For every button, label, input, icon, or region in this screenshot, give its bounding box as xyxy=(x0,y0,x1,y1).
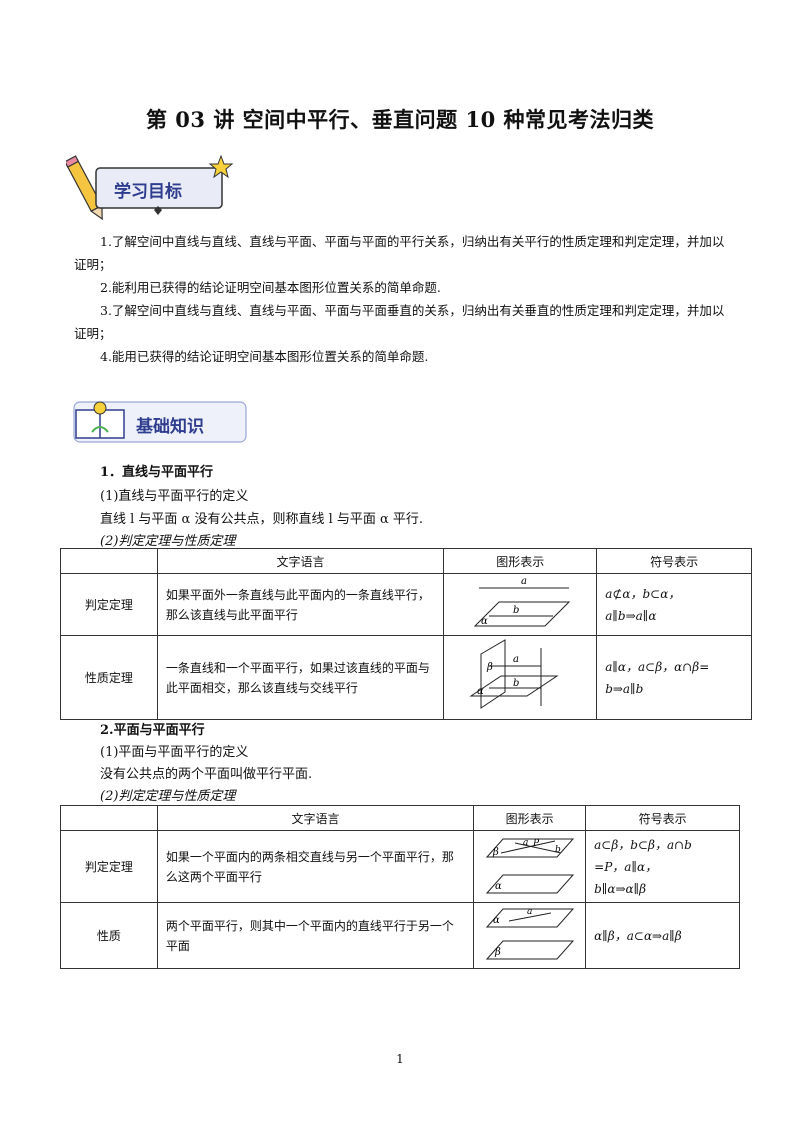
row-symbol: a⊄α，b⊂α， a∥b⇒a∥α xyxy=(596,573,752,636)
figure-cell: a b β α xyxy=(443,635,598,720)
line-plane-parallel-figure: a b α xyxy=(473,576,571,627)
row-name: 性质 xyxy=(60,902,158,969)
row-name: 判定定理 xyxy=(60,573,158,636)
page-title: 第 03 讲 空间中平行、垂直问题 10 种常见考法归类 xyxy=(145,107,654,132)
section1-heading: 1．直线与平面平行 xyxy=(100,465,214,480)
label-b: b xyxy=(513,678,519,689)
symbol-line: b⇒a∥b xyxy=(605,681,644,696)
objective-1: 1.了解空间中直线与直线、直线与平面、平面与平面的平行关系，归纳出有关平行的性质… xyxy=(74,234,725,272)
table-header-row: 文字语言 图形表示 符号表示 xyxy=(60,548,752,574)
row-symbol: α∥β，a⊂α⇒a∥β xyxy=(585,902,740,969)
header-cell xyxy=(60,805,158,831)
book-icon xyxy=(73,401,247,443)
label-a: a xyxy=(527,907,532,917)
symbol-line: =P，a∥α， xyxy=(594,859,658,874)
header-cell: 图形表示 xyxy=(473,805,587,831)
pencil-icon xyxy=(64,154,234,221)
basics-badge: 基础知识 xyxy=(70,398,250,448)
label-beta: β xyxy=(486,662,493,673)
section1-sub1: (1)直线与平面平行的定义 xyxy=(100,489,249,504)
header-cell xyxy=(60,548,158,574)
row-text: 如果平面外一条直线与此平面内的一条直线平行，那么该直线与此平面平行 xyxy=(156,573,445,636)
label-a: a xyxy=(523,838,528,848)
section2-heading: 2.平面与平面平行 xyxy=(100,723,205,738)
objective-4: 4.能用已获得的结论证明空间基本图形位置关系的简单命题. xyxy=(100,349,429,364)
objective-2: 2.能利用已获得的结论证明空间基本图形位置关系的简单命题. xyxy=(100,280,441,295)
section2-definition: 没有公共点的两个平面叫做平行平面. xyxy=(100,767,313,782)
figure-cell: α a β xyxy=(473,902,587,969)
label-alpha: α xyxy=(493,915,500,926)
row-name: 判定定理 xyxy=(60,830,158,903)
row-symbol: a⊂β，b⊂β，a∩b =P，a∥α， b∥α⇒α∥β xyxy=(585,830,740,903)
label-b: b xyxy=(513,605,519,616)
plane-plane-parallel-figure: β a P b α xyxy=(485,838,574,894)
objectives-badge-label: 学习目标 xyxy=(114,182,182,202)
page-number: 1 xyxy=(396,1052,404,1066)
label-beta: β xyxy=(494,947,501,958)
label-b: b xyxy=(555,845,561,855)
section1-sub2: (2)判定定理与性质定理 xyxy=(100,534,236,549)
table-row: 性质 两个平面平行，则其中一个平面内的直线平行于另一个平面 α a β α∥β，… xyxy=(60,902,740,969)
table-row: 判定定理 如果一个平面内的两条相交直线与另一个平面平行，那么这两个平面平行 β … xyxy=(60,830,740,903)
label-alpha: α xyxy=(495,881,502,892)
symbol-line: b∥α⇒α∥β xyxy=(594,881,647,896)
label-beta: β xyxy=(492,847,499,858)
table-row: 判定定理 如果平面外一条直线与此平面内的一条直线平行，那么该直线与此平面平行 a… xyxy=(60,573,752,636)
header-cell: 文字语言 xyxy=(156,805,475,831)
label-a: a xyxy=(521,576,527,587)
table-row: 性质定理 一条直线和一个平面平行，如果过该直线的平面与此平面相交，那么该直线与交… xyxy=(60,635,752,720)
objective-3: 3.了解空间中直线与直线、直线与平面、平面与平面垂直的关系，归纳出有关垂直的性质… xyxy=(74,303,725,341)
row-text: 两个平面平行，则其中一个平面内的直线平行于另一个平面 xyxy=(156,902,475,969)
label-p: P xyxy=(532,839,540,849)
symbol-line: α∥β，a⊂α⇒a∥β xyxy=(594,928,682,943)
header-cell: 符号表示 xyxy=(596,548,752,574)
row-text: 一条直线和一个平面平行，如果过该直线的平面与此平面相交，那么该直线与交线平行 xyxy=(156,635,445,720)
figure-cell: β a P b α xyxy=(473,830,587,903)
label-alpha: α xyxy=(481,616,488,627)
label-alpha: α xyxy=(477,686,484,697)
header-cell: 符号表示 xyxy=(585,805,740,831)
figure-cell: a b α xyxy=(443,573,598,636)
table-line-plane-parallel: 文字语言 图形表示 符号表示 判定定理 如果平面外一条直线与此平面内的一条直线平… xyxy=(60,548,752,720)
symbol-line: a∥α，a⊂β，α∩β= xyxy=(605,659,710,674)
basics-badge-label: 基础知识 xyxy=(136,417,204,437)
row-name: 性质定理 xyxy=(60,635,158,720)
symbol-line: a⊄α，b⊂α， xyxy=(605,586,681,601)
symbol-line: a∥b⇒a∥α xyxy=(605,608,657,623)
table-header-row: 文字语言 图形表示 符号表示 xyxy=(60,805,740,831)
row-symbol: a∥α，a⊂β，α∩β= b⇒a∥b xyxy=(596,635,752,720)
row-text: 如果一个平面内的两条相交直线与另一个平面平行，那么这两个平面平行 xyxy=(156,830,475,903)
plane-plane-property-figure: α a β xyxy=(485,907,574,960)
section2-sub1: (1)平面与平面平行的定义 xyxy=(100,745,249,760)
symbol-line: a⊂β，b⊂β，a∩b xyxy=(594,837,692,852)
header-cell: 文字语言 xyxy=(156,548,445,574)
label-a: a xyxy=(513,654,519,665)
section1-definition: 直线 l 与平面 α 没有公共点，则称直线 l 与平面 α 平行. xyxy=(100,512,424,527)
header-cell: 图形表示 xyxy=(443,548,598,574)
line-plane-property-figure: a b β α xyxy=(469,639,559,709)
objectives-badge: 学习目标 xyxy=(64,150,236,222)
section2-sub2: (2)判定定理与性质定理 xyxy=(100,789,236,804)
table-plane-plane-parallel: 文字语言 图形表示 符号表示 判定定理 如果一个平面内的两条相交直线与另一个平面… xyxy=(60,805,740,969)
